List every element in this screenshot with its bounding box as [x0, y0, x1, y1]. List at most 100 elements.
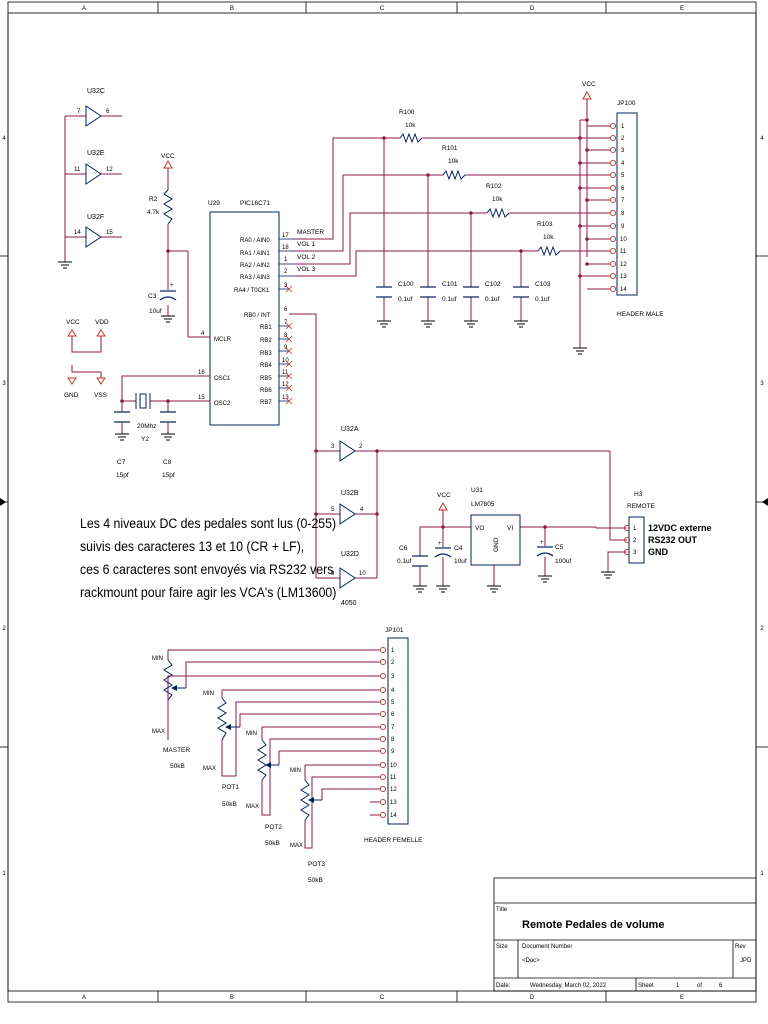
- u29-pin-label: RB4: [260, 363, 272, 369]
- row-label-right-4: 4: [760, 136, 764, 142]
- row-label-left-4: 4: [2, 136, 6, 142]
- spare-buffers-wiring: [64, 115, 122, 262]
- date-value: Wednesday, March 02, 2022: [530, 983, 607, 989]
- u32b-pin-out: 4: [360, 507, 364, 513]
- vcc-label: VCC: [582, 81, 596, 88]
- u31-vo: VO: [475, 525, 484, 532]
- jp100-pin-number: 1: [621, 124, 625, 130]
- junction-dot: [166, 249, 170, 253]
- r101-value: 10k: [448, 158, 459, 165]
- h3-pin-label: RS232 OUT: [648, 535, 698, 545]
- u29-pin-label: RB7: [260, 400, 272, 406]
- net-label-vol3: VOL 3: [297, 266, 316, 273]
- u29-pin-number: 11: [282, 370, 289, 376]
- u32a-ref: U32A: [341, 426, 359, 433]
- h3-pin-label: 12VDC externe: [648, 523, 712, 533]
- pot2-value: 50kB: [265, 840, 280, 847]
- pot2-max-label: MAX: [246, 804, 259, 810]
- u32e-buffer: U32E 11 12: [74, 150, 113, 185]
- u32a-buffer: U32A 3 2: [331, 426, 363, 462]
- c6-capacitor: C6 0.1uf: [397, 545, 428, 567]
- jp101-ref: JP101: [385, 627, 404, 634]
- u32e-ref: U32E: [87, 150, 105, 157]
- sheet-number: 1: [676, 983, 680, 989]
- u29-pin-number: 2: [284, 269, 288, 275]
- c101-ref: C101: [442, 281, 458, 288]
- y2-crystal: 20Mhz Y2: [135, 393, 157, 443]
- u29-pin-label: RA2 / AIN2: [240, 263, 270, 269]
- column-label-top-b: B: [230, 6, 234, 12]
- jp101-pin-number: 12: [390, 787, 397, 793]
- h3-remote-connector: H3 REMOTE 1 2 3 12VDC externe RS232 OUT …: [623, 491, 712, 564]
- row-label-right-1: 1: [760, 871, 764, 877]
- pot3-value: 50kB: [308, 877, 323, 884]
- u32d-value: 4050: [341, 600, 357, 607]
- pot-master-max-label: MAX: [152, 729, 165, 735]
- u29-pin-number: 15: [198, 395, 205, 401]
- u29-pin-label: MCLR: [214, 337, 232, 343]
- u29-pin-number: 16: [198, 370, 205, 376]
- rev-value: JPD: [740, 958, 752, 964]
- net-label-master: MASTER: [297, 229, 324, 236]
- c4-value: 10uf: [454, 558, 467, 565]
- c100-value: 0.1uf: [398, 296, 413, 303]
- u29-pin-label: RA3 / AIN3: [240, 275, 270, 281]
- u29-pin-number: 1: [284, 257, 288, 263]
- sheet-border: [7, 1, 757, 1003]
- u32c-ref: U32C: [87, 88, 105, 95]
- c8-ref: C8: [163, 459, 172, 466]
- r101-ref: R101: [442, 145, 458, 152]
- jp101-pin-number: 6: [391, 712, 395, 718]
- ground-symbol: [58, 261, 72, 269]
- u29-pin-label: RA4 / T0CK1: [234, 288, 270, 294]
- u29-ref: U29: [208, 200, 220, 207]
- h3-ref: H3: [634, 491, 643, 498]
- row-label-right-3: 3: [760, 381, 764, 387]
- jp101-pin-number: 7: [391, 725, 395, 731]
- jp101-pin-number: 2: [391, 660, 395, 666]
- c5-capacitor: + C5 100uf: [536, 540, 571, 565]
- u32b-ref: U32B: [341, 490, 359, 497]
- sheet-center-markers: [0, 498, 768, 506]
- document-number: <Doc>: [522, 958, 540, 964]
- jp100-pin-number: 2: [621, 136, 625, 142]
- u29-part: PIC16C71: [240, 200, 270, 207]
- c4-polarity: +: [438, 541, 442, 547]
- row-label-right-2: 2: [760, 626, 764, 632]
- c101-capacitor: C101 0.1uf: [420, 281, 458, 303]
- u29-pin-label: RB0 / INT: [244, 313, 271, 319]
- net-label-vol1: VOL 1: [297, 241, 316, 248]
- note-line: rackmount pour faire agir les VCA's (LM1…: [80, 585, 337, 600]
- c7-value: 15pf: [116, 472, 129, 479]
- row-label-left-1: 1: [2, 871, 6, 877]
- u31-ref: U31: [471, 487, 483, 494]
- r101-resistor: R101 10k: [442, 145, 466, 181]
- r103-ref: R103: [537, 221, 553, 228]
- jp101-pin-number: 3: [391, 674, 395, 680]
- jp101-pin-number: 14: [390, 813, 397, 819]
- r100-ref: R100: [399, 109, 415, 116]
- r2-value: 4.7k: [147, 209, 160, 216]
- net-label-vol2: VOL 2: [297, 254, 316, 261]
- u29-pin-label: OSC2: [214, 401, 231, 407]
- u29-pin-label: RA1 / AIN1: [240, 251, 270, 257]
- oscillator-wiring: [121, 375, 210, 434]
- c102-ref: C102: [485, 281, 501, 288]
- c8-value: 15pf: [162, 472, 175, 479]
- size-label: Size: [496, 944, 508, 950]
- vcc-symbol: VCC: [161, 153, 175, 169]
- of-label: of: [697, 983, 702, 989]
- jp101-pin-number: 13: [390, 800, 397, 806]
- c103-capacitor: C103 0.1uf: [513, 281, 551, 303]
- c3-value: 10uf: [149, 308, 162, 315]
- u29-pin-label: RB1: [260, 325, 272, 331]
- u31-vi: VI: [507, 525, 513, 532]
- jp100-caption: HEADER MALE: [617, 311, 664, 318]
- pot2-min-label: MIN: [246, 731, 257, 737]
- junction-dots: [120, 399, 170, 403]
- border-grid-ticks: [0, 2, 768, 1002]
- r102-resistor: R102 10k: [486, 183, 510, 219]
- u29-pin-label: RB3: [260, 351, 272, 357]
- u32f-pin-out: 15: [106, 230, 113, 236]
- c6-value: 0.1uf: [397, 558, 412, 565]
